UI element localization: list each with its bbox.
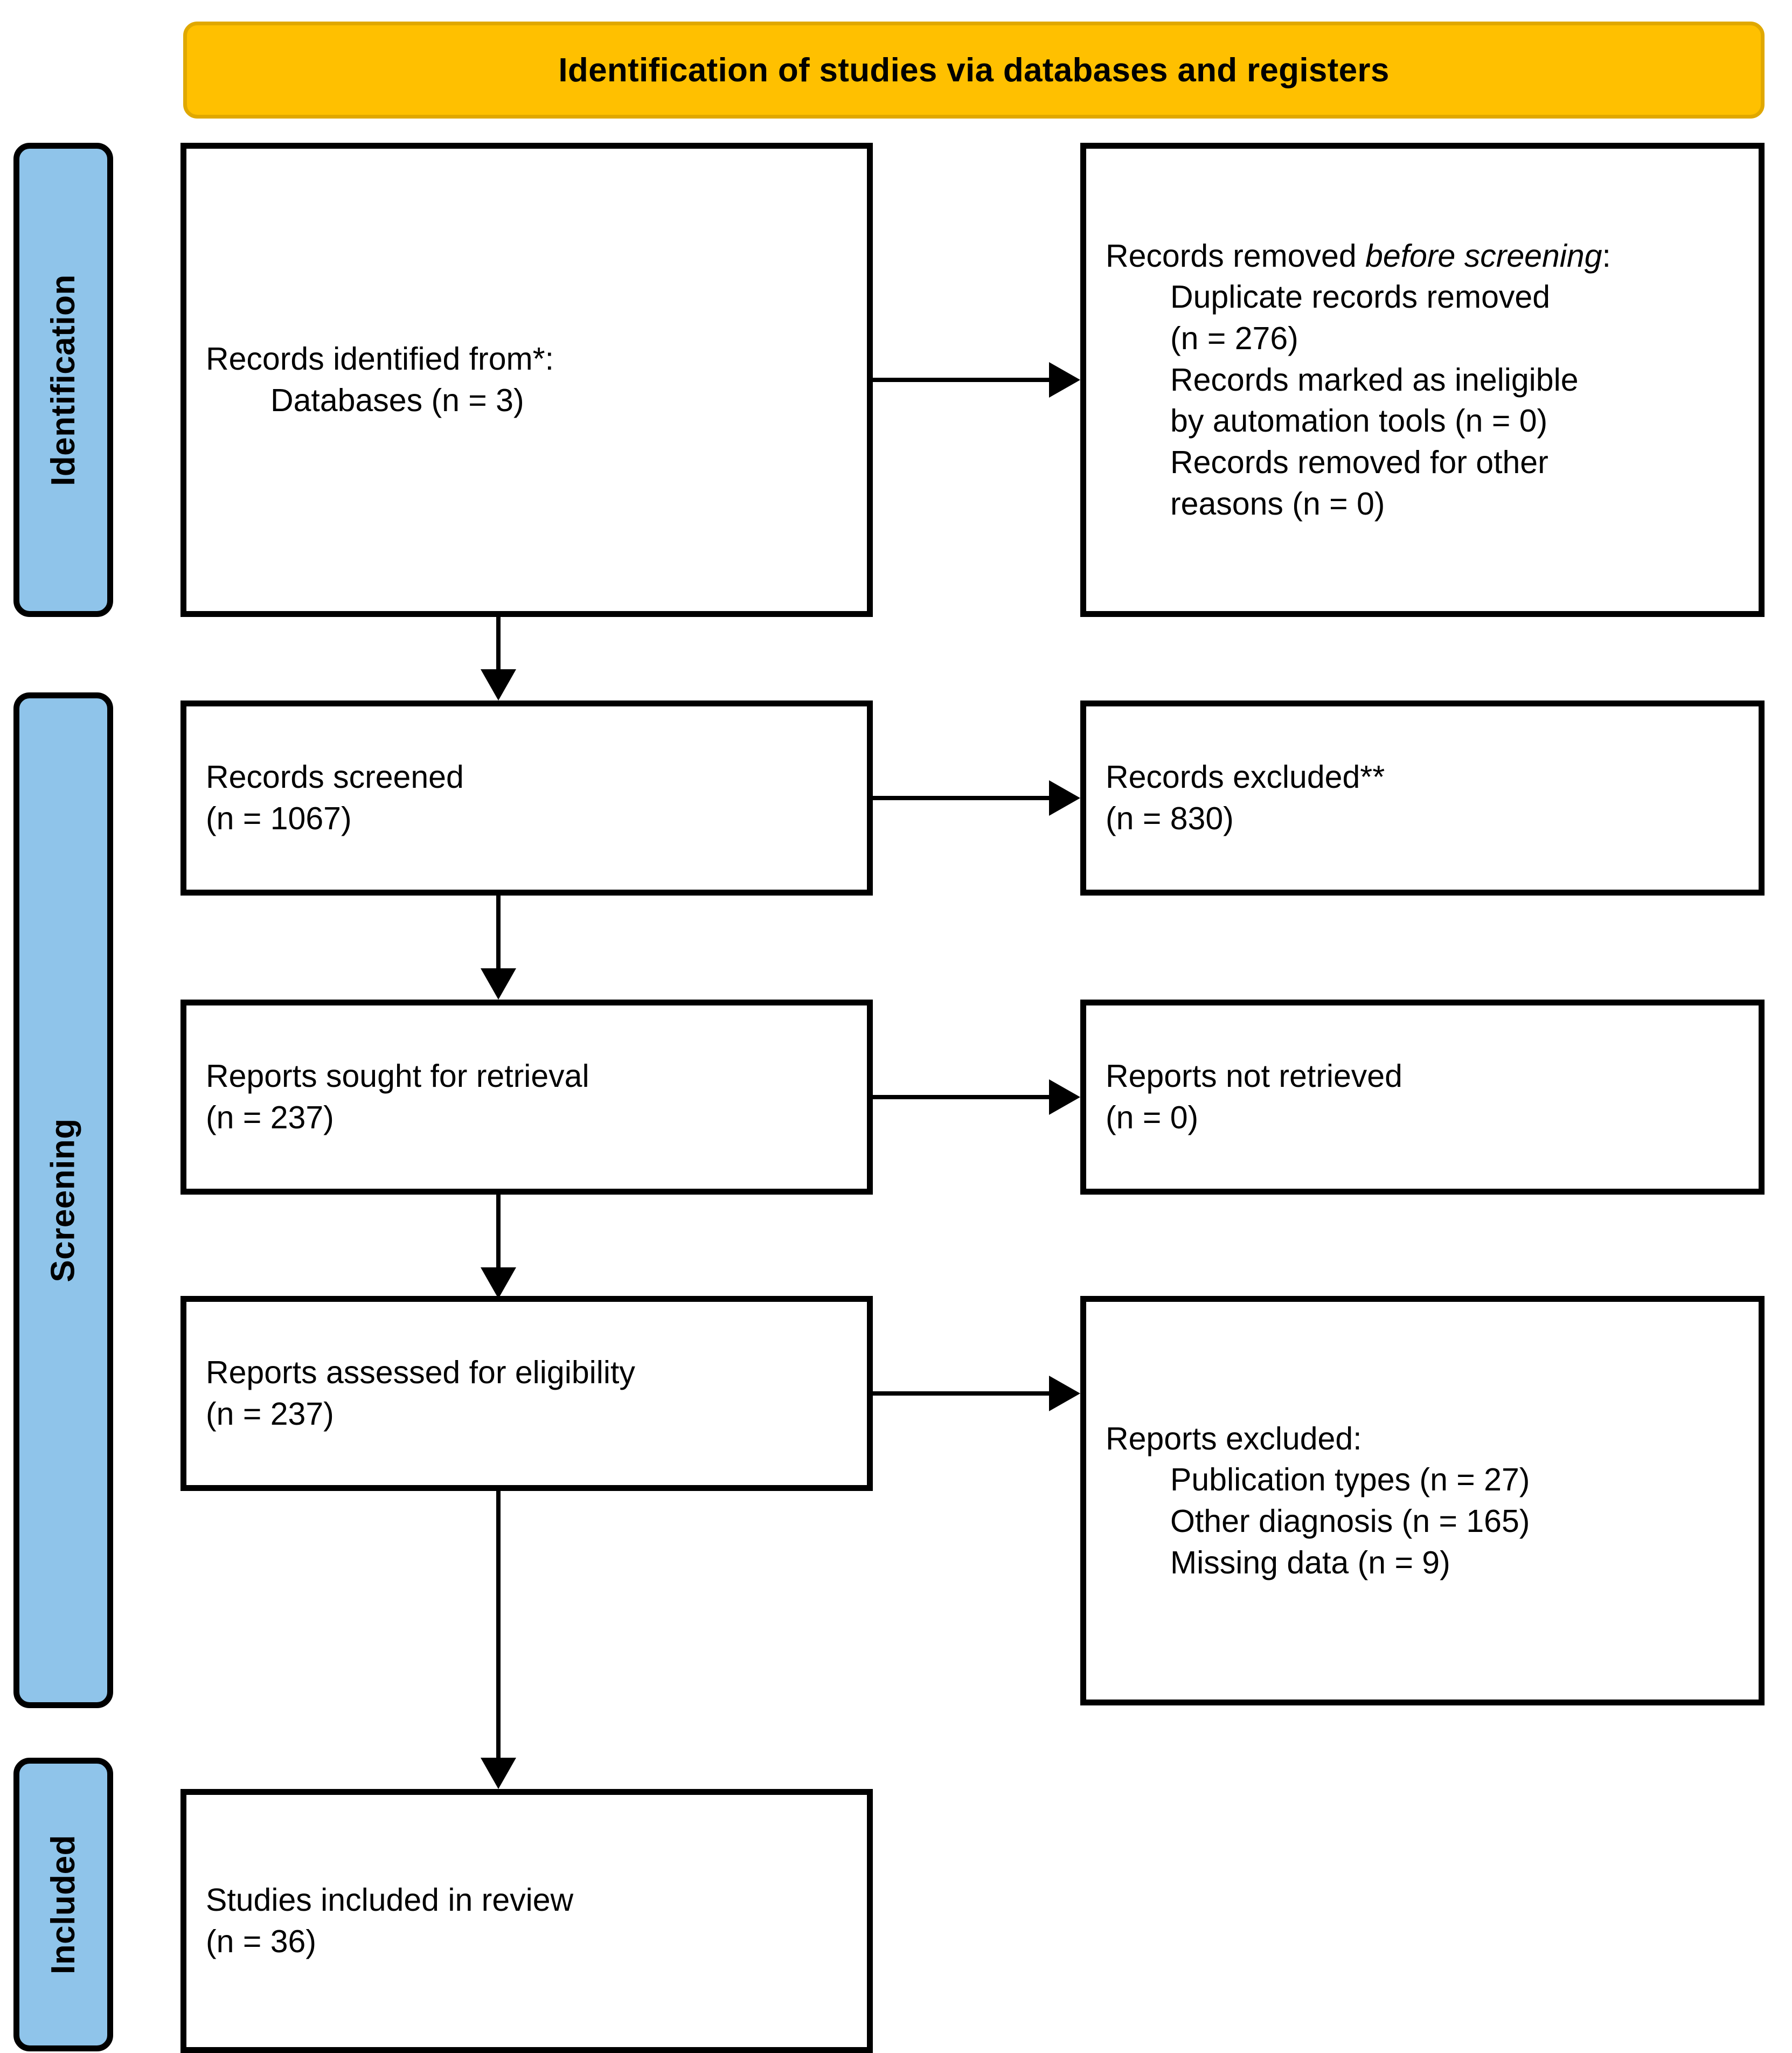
stage-tab-identification-label: Identification: [45, 274, 82, 486]
arrow-down-icon: [481, 968, 516, 1000]
records-removed-item1b: (n = 276): [1170, 320, 1298, 356]
connector-sought-to-assessed: [496, 1195, 501, 1269]
reports-assessed-line1: Reports assessed for eligibility: [206, 1355, 635, 1391]
box-records-removed-before-screening: Records removed before screening: Duplic…: [1080, 143, 1765, 617]
connector-screened-to-excluded: [873, 796, 1051, 800]
records-screened-line2: (n = 1067): [206, 801, 352, 836]
stage-tab-included-label: Included: [45, 1835, 82, 1974]
records-excluded-line1: Records excluded**: [1106, 759, 1385, 795]
stage-tab-identification: Identification: [13, 143, 113, 617]
records-removed-heading-colon: :: [1602, 238, 1611, 274]
connector-identified-to-screened: [496, 617, 501, 672]
studies-included-line2: (n = 36): [206, 1924, 316, 1959]
records-identified-line1: Records identified from*:: [206, 341, 554, 377]
box-studies-included-in-review: Studies included in review (n = 36): [180, 1789, 873, 2053]
records-removed-item2a: Records marked as ineligible: [1170, 362, 1579, 398]
reports-assessed-line2: (n = 237): [206, 1396, 334, 1432]
records-removed-heading: Records removed before screening:: [1106, 235, 1739, 277]
records-removed-heading-plain: Records removed: [1106, 238, 1366, 274]
arrow-right-icon: [1049, 1376, 1080, 1411]
records-removed-item3a: Records removed for other: [1170, 445, 1548, 481]
box-records-excluded: Records excluded** (n = 830): [1080, 700, 1765, 896]
box-reports-assessed-for-eligibility: Reports assessed for eligibility (n = 23…: [180, 1296, 873, 1491]
reports-excluded-item3: Missing data (n = 9): [1170, 1544, 1450, 1580]
reports-sought-line1: Reports sought for retrieval: [206, 1058, 589, 1094]
connector-assessed-to-included: [496, 1491, 501, 1759]
studies-included-line1: Studies included in review: [206, 1882, 574, 1918]
reports-excluded-item2: Other diagnosis (n = 165): [1170, 1503, 1530, 1539]
stage-tab-included: Included: [13, 1758, 113, 2051]
records-removed-item2b: by automation tools (n = 0): [1170, 403, 1548, 439]
connector-screened-to-sought: [496, 896, 501, 970]
reports-sought-line2: (n = 237): [206, 1100, 334, 1135]
box-records-identified: Records identified from*: Databases (n =…: [180, 143, 873, 617]
records-identified-line2: Databases (n = 3): [270, 383, 524, 418]
records-removed-item1a: Duplicate records removed: [1170, 279, 1551, 315]
diagram-header-banner: Identification of studies via databases …: [183, 22, 1765, 119]
reports-excluded-item1: Publication types (n = 27): [1170, 1462, 1530, 1498]
records-removed-heading-italic: before screening: [1365, 238, 1602, 274]
box-reports-sought-for-retrieval: Reports sought for retrieval (n = 237): [180, 1000, 873, 1195]
records-excluded-line2: (n = 830): [1106, 801, 1234, 836]
arrow-down-icon: [481, 1758, 516, 1789]
arrow-right-icon: [1049, 362, 1080, 398]
connector-sought-to-not-retrieved: [873, 1095, 1051, 1099]
reports-excluded-heading: Reports excluded:: [1106, 1420, 1362, 1456]
arrow-down-icon: [481, 1267, 516, 1299]
reports-not-retrieved-line2: (n = 0): [1106, 1100, 1199, 1135]
records-removed-item3b: reasons (n = 0): [1170, 485, 1385, 522]
arrow-right-icon: [1049, 780, 1080, 816]
box-reports-not-retrieved: Reports not retrieved (n = 0): [1080, 1000, 1765, 1195]
connector-identified-to-removed: [873, 378, 1051, 382]
arrow-down-icon: [481, 669, 516, 700]
stage-tab-screening-label: Screening: [45, 1118, 82, 1282]
diagram-title: Identification of studies via databases …: [558, 51, 1390, 89]
records-screened-line1: Records screened: [206, 759, 464, 795]
reports-not-retrieved-line1: Reports not retrieved: [1106, 1058, 1402, 1094]
box-records-screened: Records screened (n = 1067): [180, 700, 873, 896]
box-reports-excluded: Reports excluded: Publication types (n =…: [1080, 1296, 1765, 1705]
stage-tab-screening: Screening: [13, 692, 113, 1708]
arrow-right-icon: [1049, 1079, 1080, 1115]
connector-assessed-to-reports-excluded: [873, 1391, 1051, 1396]
